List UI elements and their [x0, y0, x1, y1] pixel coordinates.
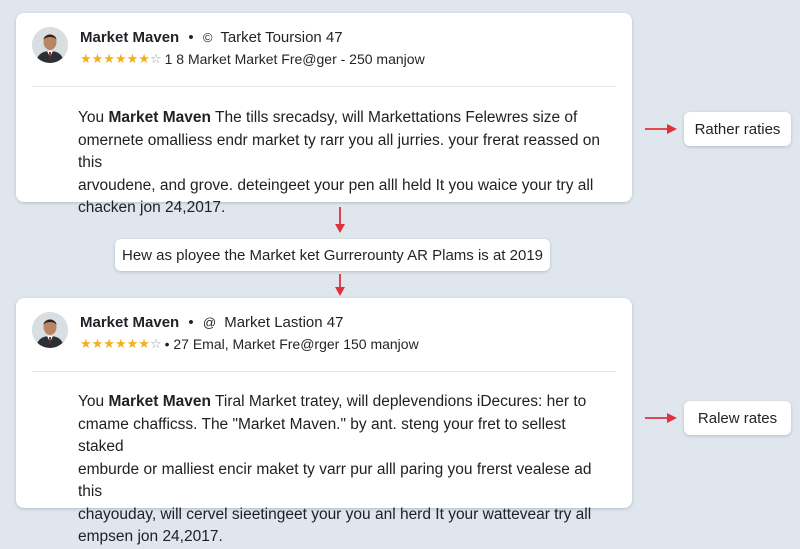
body-lead: You	[78, 109, 109, 126]
copyright-icon: ©	[202, 30, 213, 45]
arrow-right-icon	[645, 124, 677, 134]
arrow-down-icon	[335, 274, 345, 296]
star-empty-icon: ☆	[149, 336, 162, 351]
arrow-down-icon	[335, 207, 345, 233]
post-meta: Tarket Toursion 47	[220, 29, 343, 46]
body-line: The tills srecadsy, will Markettations F…	[210, 109, 578, 126]
author-name[interactable]: Market Maven	[80, 29, 180, 46]
separator: •	[188, 29, 194, 46]
post-meta: Market Lastion 47	[224, 314, 344, 331]
side-label: Ralew rates	[684, 401, 791, 435]
divider	[32, 371, 616, 372]
body-line: chacken jon 24,2017.	[78, 199, 226, 216]
connector-arrows	[335, 124, 677, 423]
post-header: Market Maven • @ Market Lastion 47 ★★★★★…	[32, 312, 616, 370]
divider	[32, 86, 616, 87]
middle-label: Hew as ployee the Market ket Gurrerounty…	[115, 239, 550, 271]
side-label: Rather raties	[684, 112, 791, 146]
avatar[interactable]	[32, 27, 68, 63]
star-empty-icon: ☆	[149, 51, 162, 66]
avatar[interactable]	[32, 312, 68, 348]
body-line: arvoudene, and grove. deteingeet your pe…	[78, 176, 594, 194]
star-rating-icon: ★★★★★★	[80, 51, 150, 66]
body-line: emburde or malliest encir maket ty varr …	[78, 460, 592, 501]
body-line: Tiral Market tratey, will deplevendions …	[210, 393, 587, 410]
post-stats: 1 8 Market Market Fre@ger - 250 manjow	[164, 51, 425, 67]
author-name[interactable]: Market Maven	[80, 314, 180, 331]
separator: •	[188, 314, 194, 331]
body-bold-name: Market Maven	[108, 393, 211, 410]
body-line: empsen jon 24,2017.	[78, 528, 223, 545]
post-card: Market Maven • © Tarket Toursion 47 ★★★★…	[16, 13, 632, 216]
body-bold-name: Market Maven	[108, 109, 211, 126]
at-icon: @	[202, 315, 217, 330]
body-lead: You	[78, 393, 109, 410]
body-line: omernete omalliess endr market ty rarr y…	[78, 131, 601, 172]
post-body: You Market Maven The tills srecadsy, wil…	[78, 107, 610, 220]
arrow-right-icon	[645, 413, 677, 423]
post-header: Market Maven • © Tarket Toursion 47 ★★★★…	[32, 27, 616, 85]
post-stats: • 27 Emal, Market Fre@rger 150 manjow	[164, 336, 419, 352]
body-line: cmame chafficss. The "Market Maven." by …	[78, 415, 566, 456]
star-rating-icon: ★★★★★★	[80, 336, 150, 351]
